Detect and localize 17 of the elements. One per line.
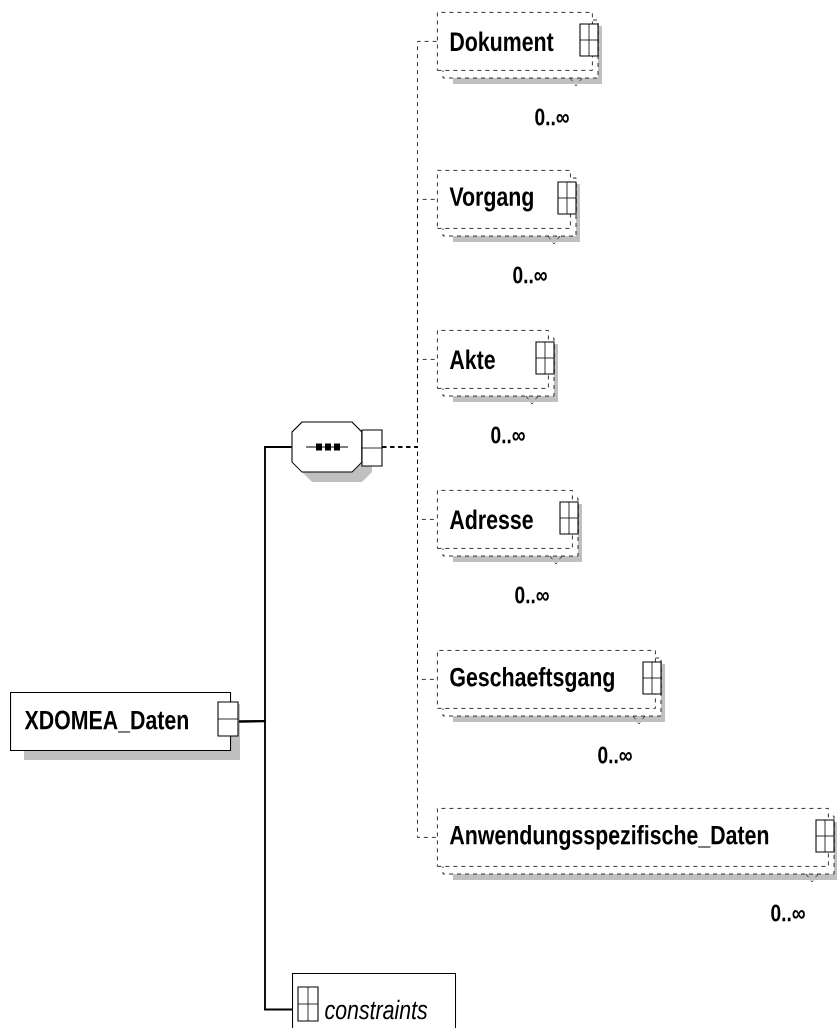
multiplicity-label: 0..∞ — [535, 108, 569, 126]
element-box: Geschaeftsgang — [437, 650, 665, 725]
element-box: Dokument — [437, 12, 602, 87]
element-box: XDOMEA_Daten — [10, 692, 240, 760]
element-box: constraints — [292, 973, 457, 1028]
element-box: Vorgang — [437, 170, 580, 245]
element-box: Anwendungsspezifische_Daten — [437, 808, 837, 883]
element-box: Adresse — [437, 490, 582, 565]
connector-line — [381, 446, 438, 838]
element-box: Akte — [437, 330, 558, 405]
multiplicity-label: 0..∞ — [515, 586, 549, 604]
multiplicity-label: 0..∞ — [771, 904, 805, 922]
multiplicity-label: 0..∞ — [513, 266, 547, 284]
multiplicity-label: 0..∞ — [598, 746, 632, 764]
sequence-symbol — [291, 421, 372, 482]
connector-line — [238, 720, 293, 1011]
multiplicity-label: 0..∞ — [491, 426, 525, 444]
